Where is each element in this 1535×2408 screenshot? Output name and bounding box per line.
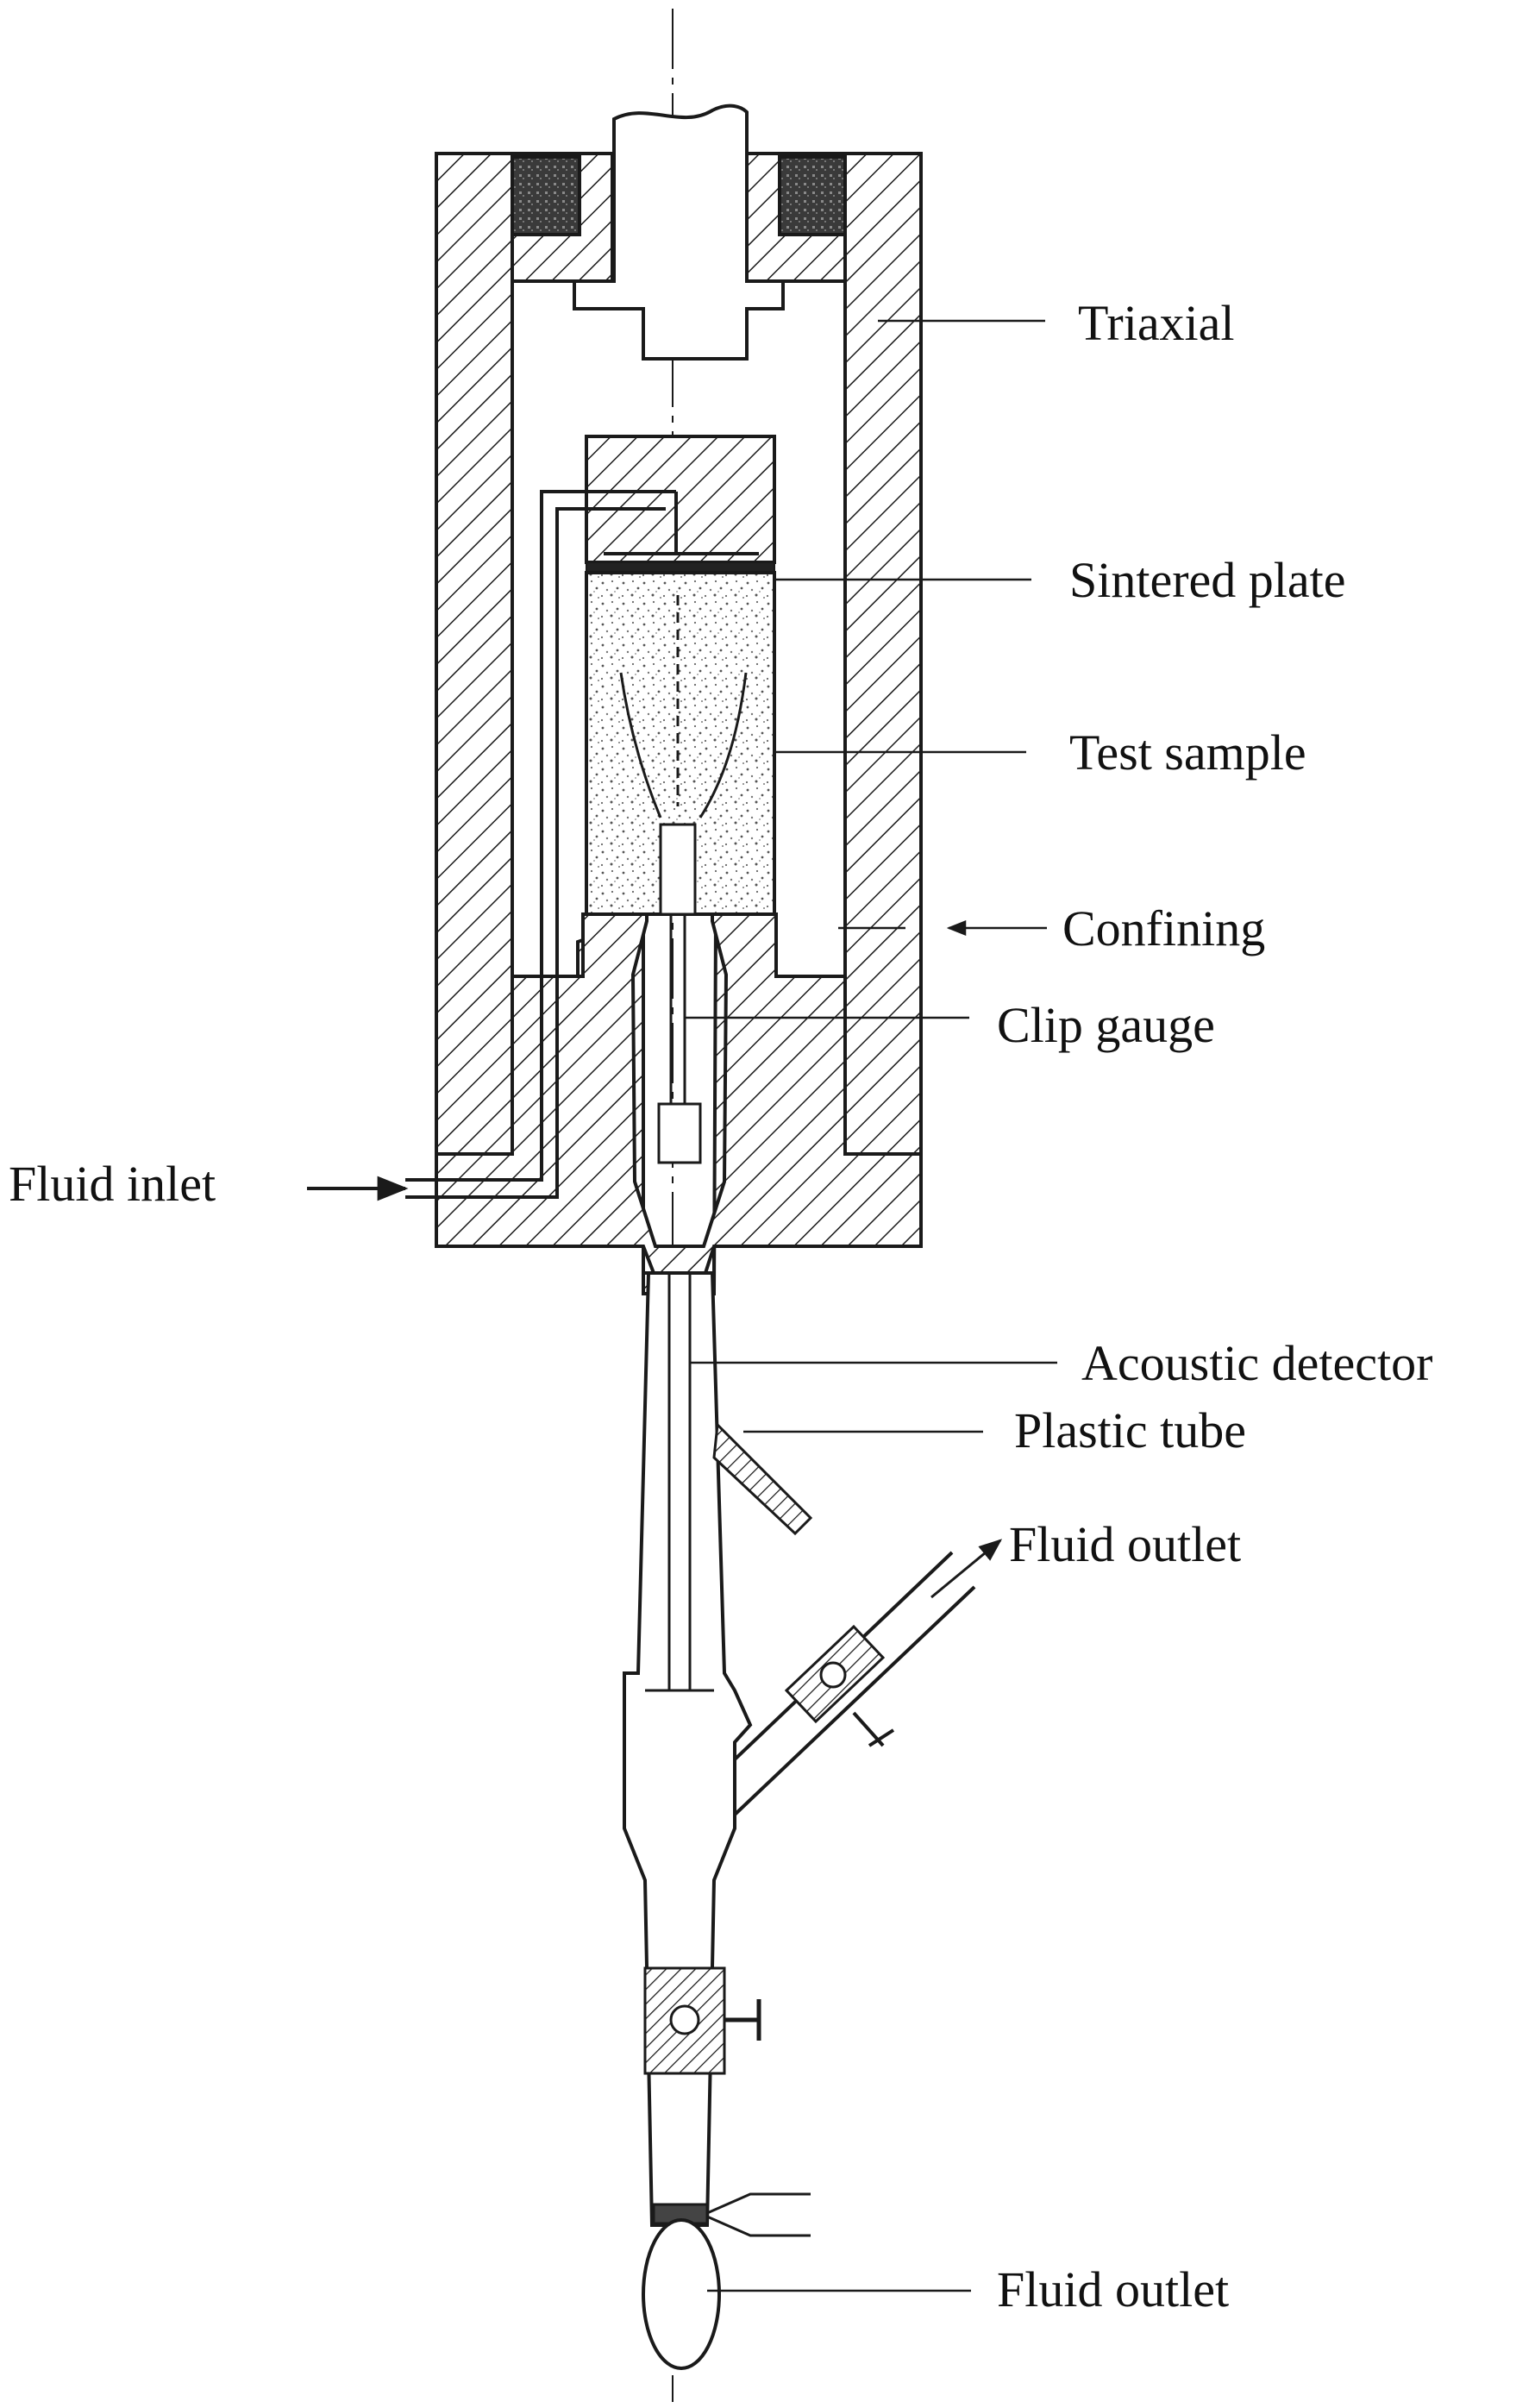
lower-valve — [643, 1966, 761, 2075]
label-acoustic-detector: Acoustic detector — [1081, 1335, 1432, 1391]
sample-flow-arrows — [619, 595, 748, 818]
acoustic-detector-inner — [645, 1273, 714, 1692]
fluid-inlet-tube — [405, 490, 676, 1199]
label-sintered-plate: Sintered plate — [1069, 552, 1346, 608]
clip-gauge-block — [657, 1102, 702, 1164]
label-triaxial: Triaxial — [1078, 295, 1235, 351]
cell-right-wall — [843, 152, 923, 1156]
label-clip-gauge: Clip gauge — [997, 997, 1215, 1053]
cell-left-wall — [435, 152, 514, 1156]
loading-piston — [573, 103, 785, 361]
label-confining: Confining — [1062, 900, 1265, 956]
bottom-clamp — [652, 2192, 811, 2237]
right-seal — [778, 155, 847, 236]
acoustic-detector-stem — [623, 1271, 753, 2227]
cap-drainage-channel — [604, 492, 759, 555]
outlet-valve — [784, 1624, 895, 1747]
left-seal — [511, 155, 581, 236]
plastic-tube-fitting — [712, 1421, 813, 1536]
collection-bulb — [642, 2218, 721, 2370]
loading-cap — [585, 435, 776, 564]
label-plastic-tube: Plastic tube — [1014, 1402, 1246, 1458]
label-test-sample: Test sample — [1069, 724, 1306, 781]
clip-gauge-rod — [669, 914, 686, 1104]
label-fluid-outlet-lower: Fluid outlet — [997, 2261, 1229, 2317]
label-fluid-inlet: Fluid inlet — [9, 1156, 216, 1212]
label-fluid-outlet-upper: Fluid outlet — [1009, 1516, 1241, 1572]
fluid-outlet-upper-arrow — [930, 1539, 1003, 1599]
clip-gauge-rod-head — [659, 823, 697, 916]
leader-lines — [685, 319, 1057, 2292]
